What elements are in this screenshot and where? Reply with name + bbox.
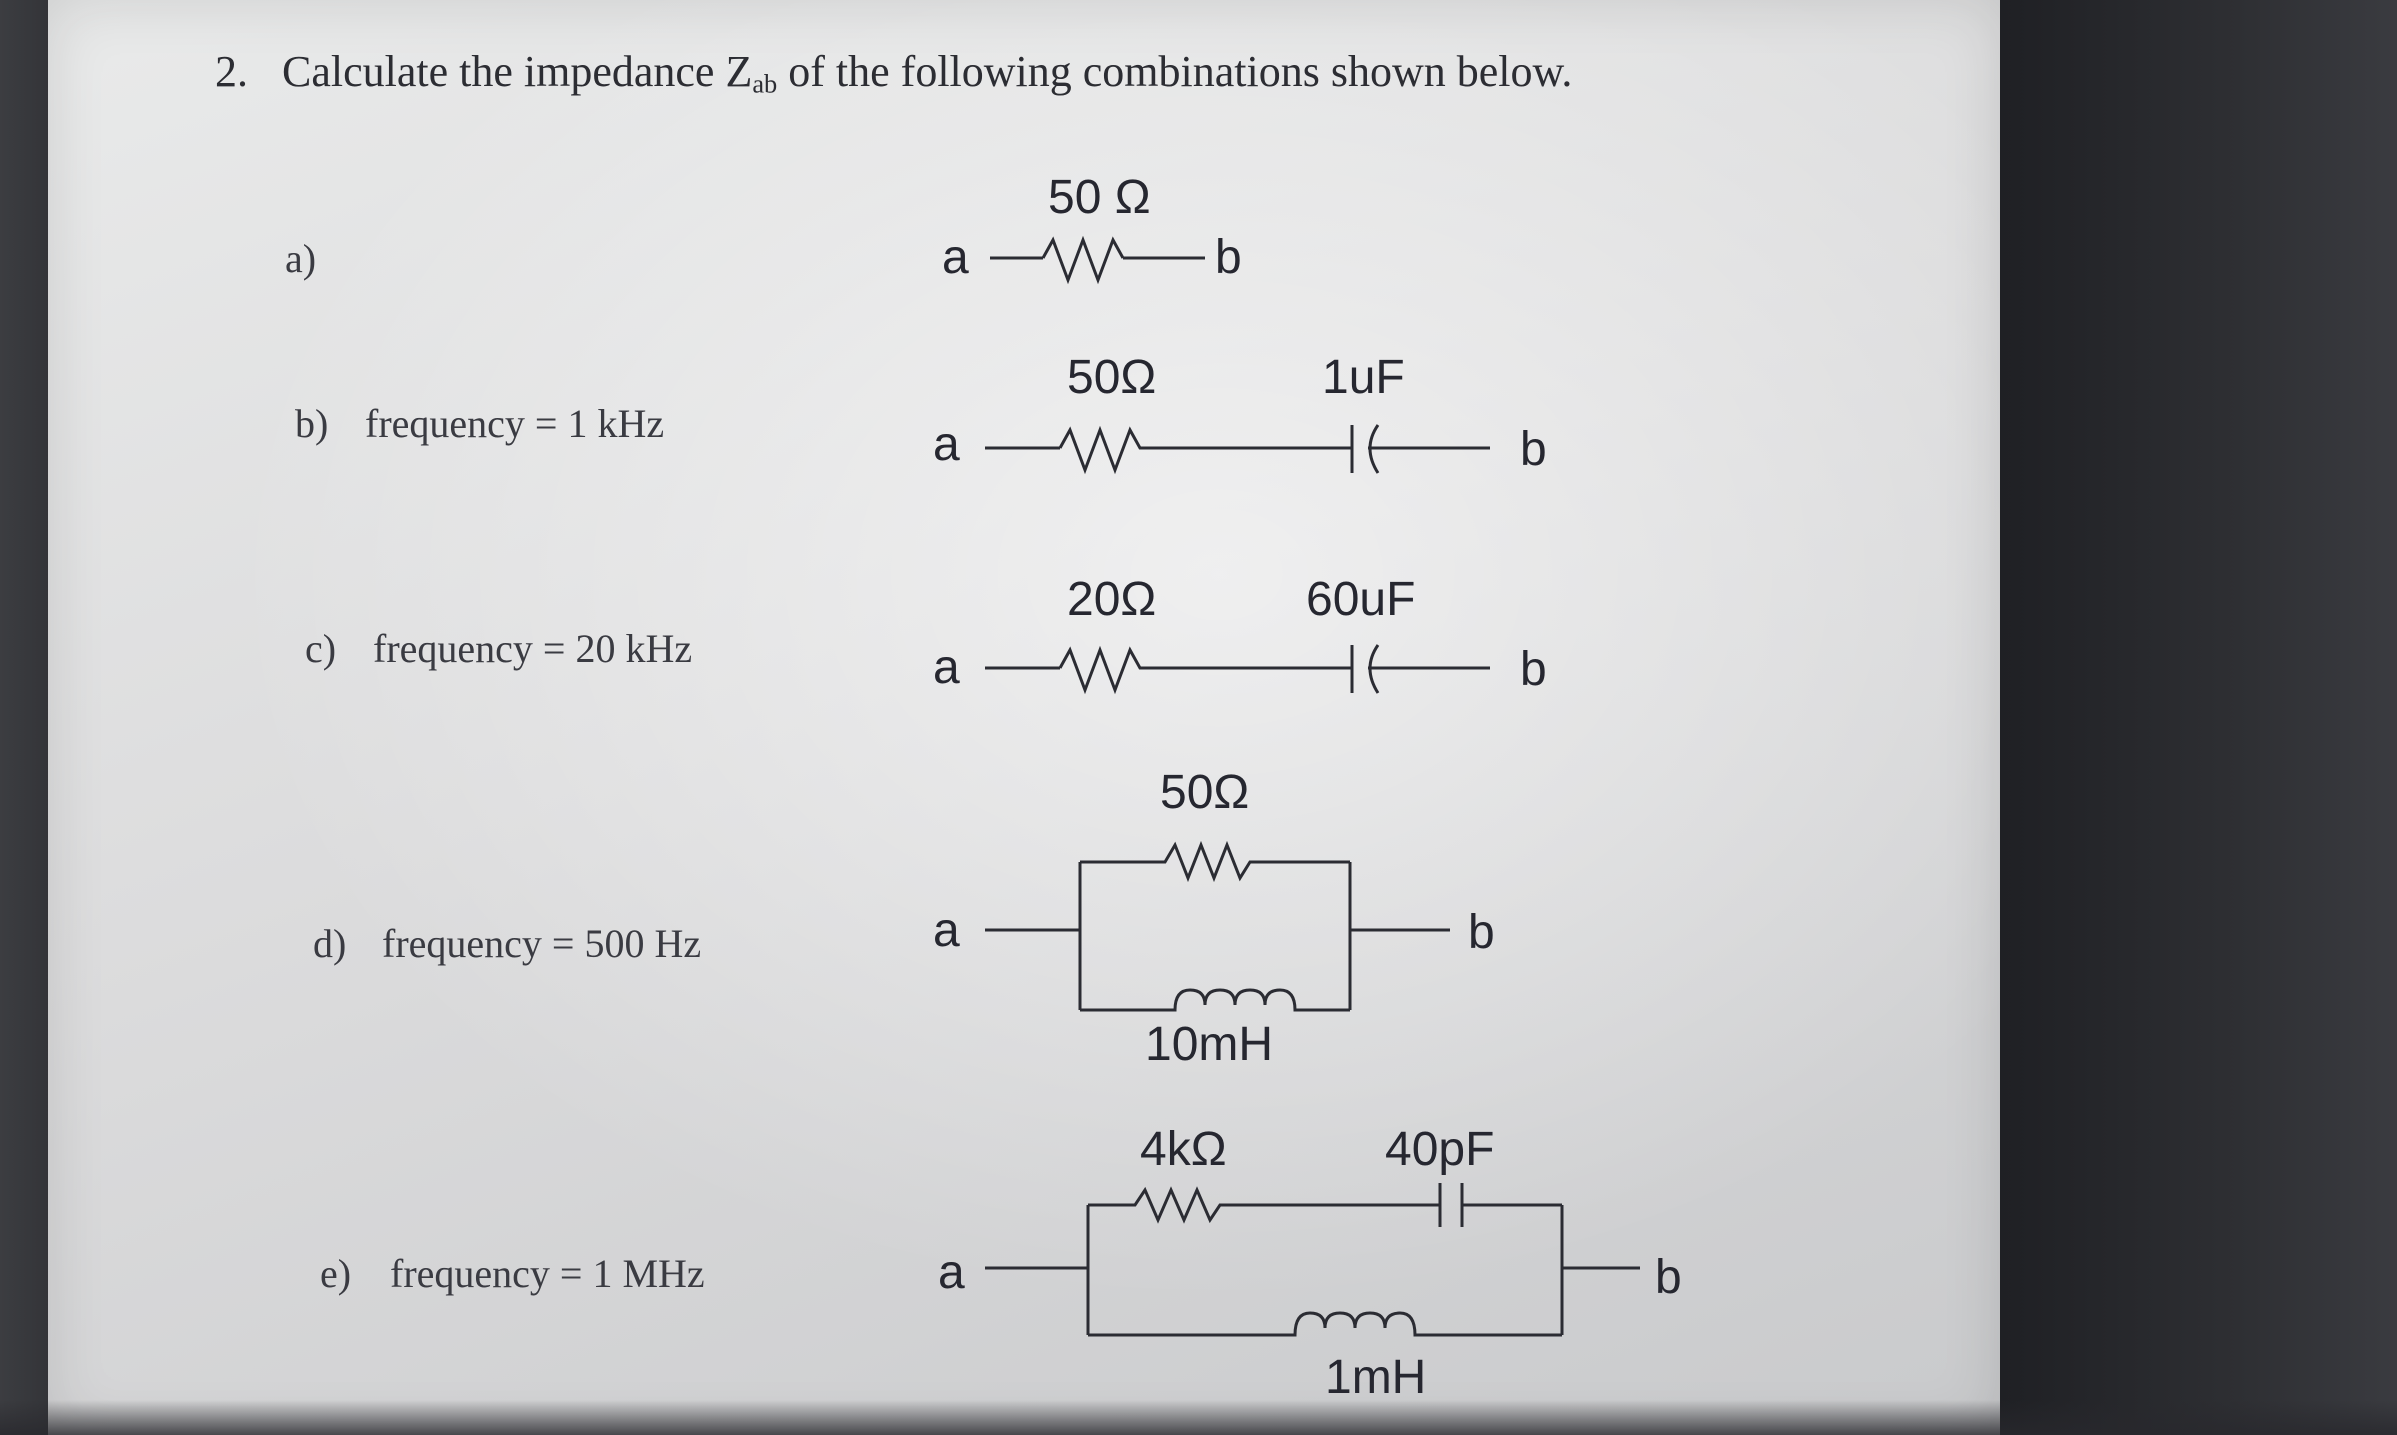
monitor-bezel (2000, 0, 2397, 1435)
circuit-e-resistor-label: 4kΩ (1140, 1123, 1227, 1176)
title-subscript: ab (752, 68, 778, 99)
title-text-before: Calculate the impedance Z (282, 47, 753, 96)
circuit-c-terminal-b: b (1520, 643, 1547, 696)
circuit-e-inductor-branch (1088, 1311, 1562, 1337)
circuit-a-terminal-a: a (942, 231, 969, 284)
circuit-d-resistor-label: 50Ω (1160, 766, 1250, 819)
question-number: 2. (215, 47, 248, 96)
circuit-b-resistor-label: 50Ω (1067, 351, 1157, 404)
question-title: Calculate the impedance Zab of the follo… (282, 46, 1572, 100)
item-a-label: a) (285, 236, 317, 281)
item-b-frequency: frequency = 1 kHz (365, 401, 665, 446)
circuit-b (985, 424, 1490, 475)
circuit-e-terminal-b: b (1655, 1251, 1682, 1304)
item-c-frequency: frequency = 20 kHz (373, 626, 693, 671)
item-e-frequency: frequency = 1 MHz (390, 1251, 705, 1296)
item-b-label: b) (295, 401, 329, 446)
circuit-e-inductor-label: 1mH (1325, 1351, 1427, 1404)
circuit-c-resistor-label: 20Ω (1067, 573, 1157, 626)
circuit-d-resistor-branch (1080, 840, 1350, 883)
circuit-c-resistor-symbol (1058, 645, 1170, 695)
circuit-e-terminal-a: a (938, 1246, 965, 1299)
circuit-d-terminal-b: b (1468, 906, 1495, 959)
title-text-after: of the following combinations shown belo… (777, 47, 1573, 96)
circuit-d (985, 840, 1450, 1012)
circuit-a-resistor-label: 50 Ω (1048, 171, 1151, 224)
circuit-b-terminal-b: b (1520, 423, 1547, 476)
item-d-label: d) (313, 921, 347, 966)
circuit-d-inductor-branch (1080, 988, 1350, 1012)
item-e-label: e) (320, 1251, 352, 1296)
circuit-c (985, 644, 1490, 695)
circuit-d-terminal-a: a (933, 904, 960, 957)
circuit-b-resistor-symbol (1058, 425, 1170, 475)
circuit-e-capacitor-label: 40pF (1385, 1123, 1495, 1176)
circuit-e (985, 1183, 1640, 1337)
bottom-shadow (0, 1400, 2397, 1435)
circuit-b-terminal-a: a (933, 418, 960, 471)
circuit-a-terminal-b: b (1215, 231, 1242, 284)
item-c-label: c) (305, 626, 337, 671)
circuit-e-resistor-branch (1088, 1186, 1440, 1224)
circuit-d-inductor-label: 10mH (1145, 1018, 1274, 1071)
worksheet-page (48, 0, 2000, 1435)
circuit-b-capacitor-label: 1uF (1322, 351, 1405, 404)
circuit-c-terminal-a: a (933, 641, 960, 694)
circuit-a-resistor-symbol (1041, 235, 1125, 285)
circuit-a (990, 235, 1205, 285)
item-d-frequency: frequency = 500 Hz (382, 921, 702, 966)
circuit-c-capacitor-label: 60uF (1306, 573, 1416, 626)
